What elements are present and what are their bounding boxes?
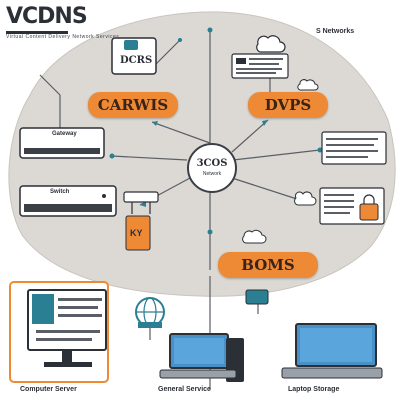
node-pill-right[interactable]: DVPS <box>248 92 328 118</box>
cloud-icon <box>256 35 286 53</box>
central-hub[interactable]: 3COS Network <box>187 143 237 193</box>
document-icon <box>231 53 289 79</box>
desktop-monitor-icon <box>9 281 109 383</box>
caption-right: Laptop Storage <box>288 386 340 393</box>
node-pill-left[interactable]: CARWIS <box>88 92 178 118</box>
router-icon <box>123 191 159 251</box>
top-right-label: S Networks <box>316 28 355 35</box>
page-title: VCDNS <box>6 4 88 29</box>
router-icon <box>245 289 269 305</box>
document-icon <box>319 131 387 225</box>
caption-left: Computer Server <box>20 386 77 393</box>
hub-subtitle: Network <box>202 171 222 177</box>
database-icon <box>111 37 157 75</box>
server-top-label: Gateway <box>52 131 77 137</box>
laptop-icon <box>159 333 244 382</box>
title-underline <box>6 31 68 34</box>
node-pill-bottom[interactable]: BOMS <box>218 252 318 278</box>
page-subtitle: Virtual Content Delivery Network Service… <box>6 34 120 40</box>
lock-icon <box>359 194 379 221</box>
caption-middle: General Service <box>158 386 211 393</box>
server-bottom-label: Switch <box>50 189 70 195</box>
router-label: KY <box>130 228 143 238</box>
database-label: DCRS <box>120 55 153 66</box>
laptop-icon <box>281 323 383 379</box>
globe-icon <box>135 297 165 328</box>
server-icon <box>19 127 117 217</box>
hub-title: 3COS <box>196 158 228 169</box>
cloud-icon <box>242 79 319 244</box>
